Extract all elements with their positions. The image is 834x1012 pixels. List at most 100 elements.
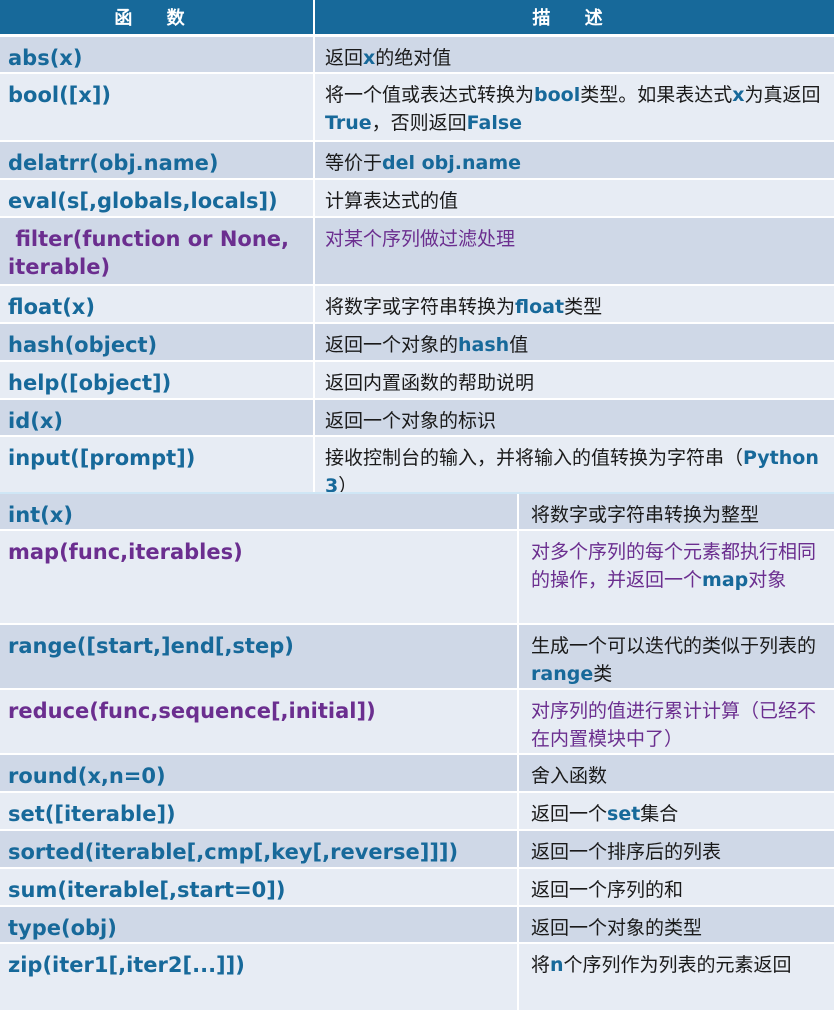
function-description: 返回一个对象的hash值 bbox=[313, 323, 834, 362]
table-row: map(func,iterables)对多个序列的每个元素都执行相同的操作，并返… bbox=[0, 530, 834, 625]
function-signature: round(x,n=0) bbox=[0, 754, 518, 793]
function-signature: bool([x]) bbox=[0, 73, 314, 142]
description-keyword: float bbox=[515, 296, 565, 318]
table-separator bbox=[0, 492, 834, 494]
description-text: 类 bbox=[593, 663, 613, 685]
table-row: type(obj)返回一个对象的类型 bbox=[0, 906, 834, 944]
table-row: delatrr(obj.name)等价于del obj.name bbox=[0, 141, 834, 180]
description-text: ，否则返回 bbox=[371, 112, 467, 134]
description-text: 对序列的值进行累计计算（已经不在内置模块中了） bbox=[531, 700, 817, 750]
description-keyword: bool bbox=[534, 84, 581, 106]
function-description: 返回一个排序后的列表 bbox=[517, 830, 834, 869]
function-description: 将数字或字符串转换为整型 bbox=[517, 494, 834, 531]
function-description: 返回内置函数的帮助说明 bbox=[313, 361, 834, 400]
function-signature: sorted(iterable[,cmp[,key[,reverse]]]) bbox=[0, 830, 518, 869]
description-keyword: Python 3 bbox=[325, 447, 819, 497]
function-description: 计算表达式的值 bbox=[313, 179, 834, 218]
function-signature: int(x) bbox=[0, 494, 518, 531]
description-text: 类型。如果表达式 bbox=[580, 84, 733, 106]
table-row: bool([x]) 将一个值或表达式转换为bool类型。如果表达式x为真返回 Tru… bbox=[0, 73, 834, 142]
description-text: ） bbox=[338, 475, 358, 497]
description-text: 将数字或字符串转换为 bbox=[325, 296, 516, 318]
description-text: 生成一个可以迭代的类似于列表的 bbox=[531, 635, 817, 657]
description-keyword: x bbox=[732, 84, 745, 106]
description-text: 返回一个序列的和 bbox=[531, 879, 684, 901]
description-keyword: hash bbox=[458, 334, 510, 356]
table-row: sorted(iterable[,cmp[,key[,reverse]]]) 返回… bbox=[0, 830, 834, 869]
table-row: help([object]) 返回内置函数的帮助说明 bbox=[0, 361, 834, 400]
table-row: id(x) 返回一个对象的标识 bbox=[0, 399, 834, 437]
table-row: reduce(func,sequence[,initial])对序列的值进行累计… bbox=[0, 689, 834, 755]
function-description: 对多个序列的每个元素都执行相同的操作，并返回一个map对象 bbox=[517, 530, 834, 625]
function-signature: eval(s[,globals,locals]) bbox=[0, 179, 314, 218]
description-text: 接收控制台的输入，并将输入的值转换为字符串（ bbox=[325, 447, 744, 469]
function-description: 将一个值或表达式转换为bool类型。如果表达式x为真返回 True，否则返回Fal… bbox=[313, 73, 834, 142]
description-text: 对某个序列做过滤处理 bbox=[325, 228, 516, 250]
description-text: 舍入函数 bbox=[531, 765, 608, 787]
function-description: 舍入函数 bbox=[517, 754, 834, 793]
function-signature: delatrr(obj.name) bbox=[0, 141, 314, 180]
function-description: 返回一个序列的和 bbox=[517, 868, 834, 907]
function-signature: hash(object) bbox=[0, 323, 314, 362]
function-signature: filter(function or None, iterable) bbox=[0, 217, 314, 286]
function-description: 返回x的绝对值 bbox=[313, 35, 834, 74]
description-text: 对象 bbox=[748, 569, 787, 591]
description-text: 返回内置函数的帮助说明 bbox=[325, 372, 535, 394]
table-row: range([start,]end[,step) 生成一个可以迭代的类似于列表的 r… bbox=[0, 624, 834, 690]
description-text: 将 bbox=[531, 954, 551, 976]
table-row: sum(iterable[,start=0]) 返回一个序列的和 bbox=[0, 868, 834, 907]
function-signature: zip(iter1[,iter2[...]]) bbox=[0, 943, 518, 1012]
description-text: 的绝对值 bbox=[375, 47, 452, 69]
description-keyword: range bbox=[531, 663, 594, 685]
function-signature: set([iterable]) bbox=[0, 792, 518, 831]
description-text: 为真返回 bbox=[744, 84, 821, 106]
function-description: 返回一个对象的类型 bbox=[517, 906, 834, 944]
description-keyword: n bbox=[550, 954, 564, 976]
function-description: 将数字或字符串转换为float类型 bbox=[313, 285, 834, 324]
table-row: int(x) 将数字或字符串转换为整型 bbox=[0, 494, 834, 531]
description-text: 将一个值或表达式转换为 bbox=[325, 84, 535, 106]
header-description: 描 述 bbox=[313, 0, 834, 37]
table-row: float(x)将数字或字符串转换为float类型 bbox=[0, 285, 834, 324]
function-description: 等价于del obj.name bbox=[313, 141, 834, 180]
function-description: 返回一个对象的标识 bbox=[313, 399, 834, 437]
description-text: 返回 bbox=[325, 47, 364, 69]
function-signature: range([start,]end[,step) bbox=[0, 624, 518, 690]
function-signature: sum(iterable[,start=0]) bbox=[0, 868, 518, 907]
function-signature: float(x) bbox=[0, 285, 314, 324]
function-description: 生成一个可以迭代的类似于列表的 range类 bbox=[517, 624, 834, 690]
function-signature: help([object]) bbox=[0, 361, 314, 400]
description-text: 返回一个排序后的列表 bbox=[531, 841, 722, 863]
function-description: 对序列的值进行累计计算（已经不在内置模块中了） bbox=[517, 689, 834, 755]
description-keyword: False bbox=[466, 112, 523, 134]
function-signature: abs(x) bbox=[0, 35, 314, 74]
header-function: 函 数 bbox=[0, 0, 314, 37]
description-keyword: x bbox=[363, 47, 376, 69]
description-text: 将数字或字符串转换为整型 bbox=[531, 504, 760, 526]
table-row: eval(s[,globals,locals]) 计算表达式的值 bbox=[0, 179, 834, 218]
description-keyword: map bbox=[702, 569, 749, 591]
description-text: 返回一个对象的标识 bbox=[325, 410, 497, 432]
function-description: 将n个序列作为列表的元素返回 bbox=[517, 943, 834, 1012]
function-signature: map(func,iterables) bbox=[0, 530, 518, 625]
table-row: hash(object)返回一个对象的hash值 bbox=[0, 323, 834, 362]
description-text: 个序列作为列表的元素返回 bbox=[563, 954, 792, 976]
description-text: 类型 bbox=[564, 296, 603, 318]
description-text: 值 bbox=[509, 334, 529, 356]
description-text: 返回一个对象的类型 bbox=[531, 917, 703, 939]
description-text: 对多个序列的每个元素都执行相同的操作，并返回一个 bbox=[531, 541, 817, 591]
description-text: 集合 bbox=[640, 803, 679, 825]
description-text: 返回一个 bbox=[531, 803, 608, 825]
table-row: zip(iter1[,iter2[...]])将n个序列作为列表的元素返回 bbox=[0, 943, 834, 1012]
table-row: abs(x)返回x的绝对值 bbox=[0, 35, 834, 74]
function-signature: id(x) bbox=[0, 399, 314, 437]
description-text: 等价于 bbox=[325, 152, 383, 174]
description-text: 计算表达式的值 bbox=[325, 190, 459, 212]
description-keyword: True bbox=[325, 112, 372, 134]
function-description: 对某个序列做过滤处理 bbox=[313, 217, 834, 286]
table-row: set([iterable])返回一个set集合 bbox=[0, 792, 834, 831]
